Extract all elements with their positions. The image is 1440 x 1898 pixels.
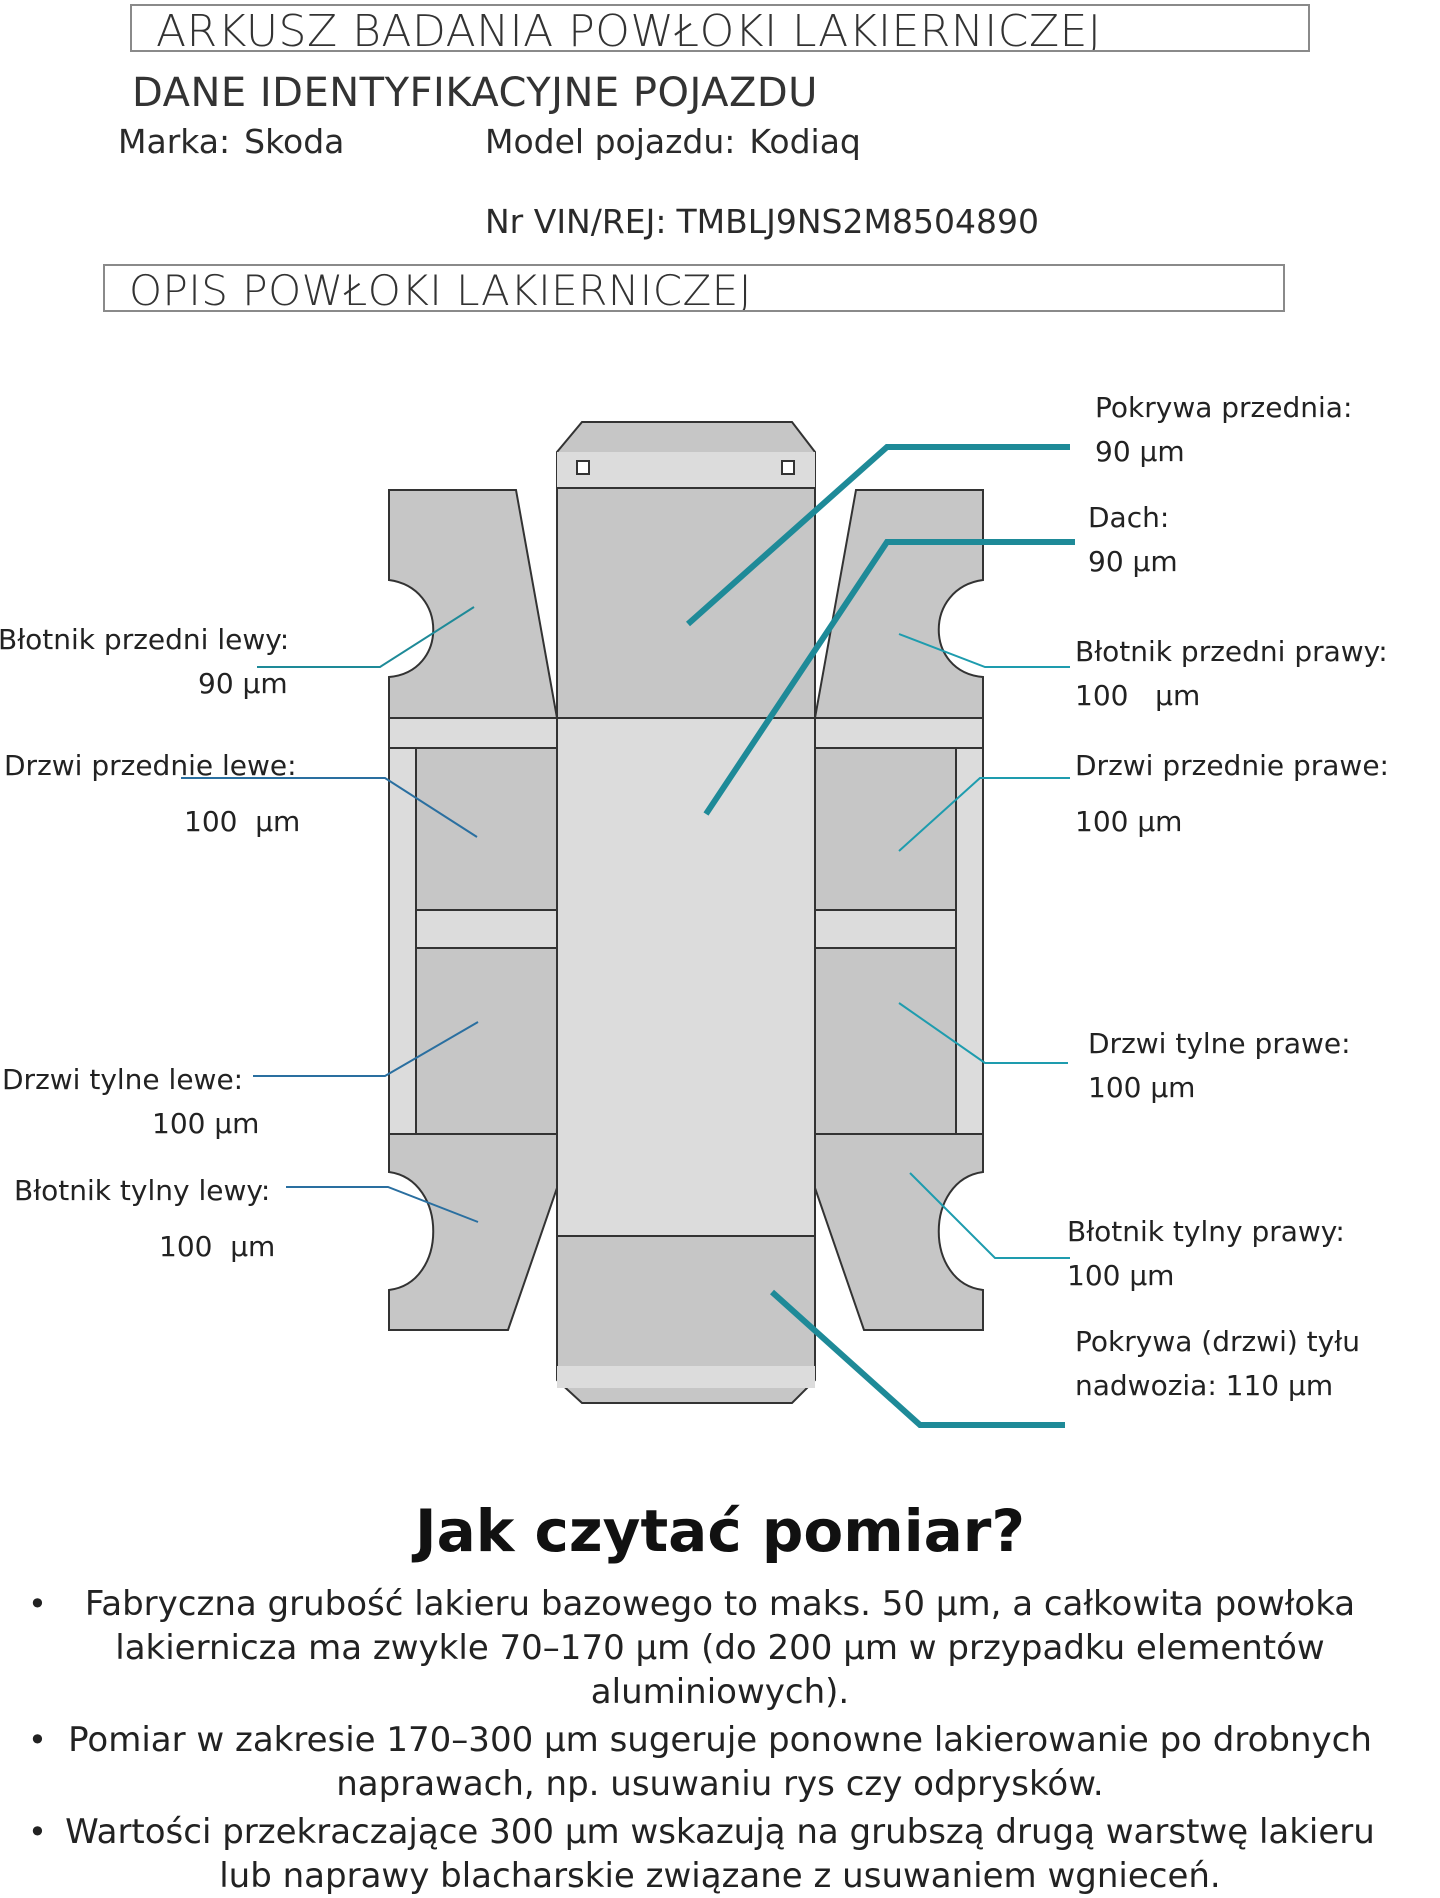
front-left-door-panel bbox=[415, 747, 558, 911]
front-right-door-panel bbox=[814, 747, 957, 911]
guide-note-2-text: Pomiar w zakresie 170–300 µm sugeruje po… bbox=[68, 1720, 1372, 1804]
model-field: Model pojazdu: Kodiaq bbox=[485, 122, 861, 161]
bullet-3: • bbox=[28, 1813, 47, 1851]
label-rear-right-door-name: Drzwi tylne prawe: bbox=[1088, 1027, 1351, 1060]
make-field: Marka: Skoda bbox=[118, 122, 344, 161]
guide-heading: Jak czytać pomiar? bbox=[415, 1497, 1025, 1565]
label-rear-right-door: Drzwi tylne prawe: 100 µm bbox=[1088, 1022, 1351, 1110]
coating-section-title: OPIS POWŁOKI LAKIERNICZEJ bbox=[103, 264, 1285, 312]
label-rear-left-door: Drzwi tylne lewe: 100 µm bbox=[2, 1058, 259, 1146]
document-title: ARKUSZ BADANIA POWŁOKI LAKIERNICZEJ bbox=[130, 4, 1310, 52]
label-rear-right-fender-value: 100 µm bbox=[1067, 1259, 1175, 1292]
vehicle-section-title: DANE IDENTYFIKACYJNE POJAZDU bbox=[132, 70, 818, 116]
label-front-left-fender-value: 90 µm bbox=[198, 667, 288, 700]
rear-right-door-panel bbox=[814, 947, 957, 1135]
label-rear-right-fender: Błotnik tylny prawy: 100 µm bbox=[1067, 1210, 1345, 1298]
label-rear-tailgate-value: nadwozia: 110 µm bbox=[1075, 1369, 1334, 1402]
label-front-right-door-value: 100 µm bbox=[1075, 805, 1183, 838]
rear-tailgate-strip bbox=[557, 1366, 815, 1388]
left-sill-upper bbox=[388, 717, 558, 749]
vin-label: Nr VIN/REJ: bbox=[485, 202, 667, 241]
label-front-left-fender: Błotnik przedni lewy: 90 µm bbox=[0, 618, 289, 706]
label-front-right-fender-name: Błotnik przedni prawy: bbox=[1075, 635, 1388, 668]
rear-right-fender-panel bbox=[814, 1133, 984, 1331]
make-label: Marka: bbox=[118, 122, 231, 161]
leader-roof bbox=[703, 539, 1075, 816]
bullet-2: • bbox=[28, 1721, 47, 1759]
left-side-strip bbox=[388, 747, 417, 1135]
label-front-hood: Pokrywa przednia: 90 µm bbox=[1095, 386, 1352, 474]
label-rear-left-door-name: Drzwi tylne lewe: bbox=[2, 1063, 244, 1096]
label-roof: Dach: 90 µm bbox=[1088, 496, 1178, 584]
guide-note-2: • Pomiar w zakresie 170–300 µm sugeruje … bbox=[0, 1718, 1440, 1806]
left-door-gap bbox=[415, 909, 558, 949]
label-roof-value: 90 µm bbox=[1088, 545, 1178, 578]
rear-left-fender-panel bbox=[388, 1133, 558, 1331]
hood-mark-left bbox=[576, 460, 590, 475]
bullet-1: • bbox=[28, 1585, 47, 1623]
label-front-left-door-name: Drzwi przednie lewe: bbox=[4, 749, 297, 782]
front-hood-strip bbox=[557, 452, 815, 488]
label-rear-left-fender-name: Błotnik tylny lewy: bbox=[14, 1174, 271, 1207]
model-value: Kodiaq bbox=[749, 122, 861, 161]
label-front-left-door: Drzwi przednie lewe: 100 µm bbox=[4, 738, 300, 850]
hood-mark-right bbox=[781, 460, 795, 475]
guide-notes: • Fabryczna grubość lakieru bazowego to … bbox=[0, 1582, 1440, 1898]
label-rear-right-door-value: 100 µm bbox=[1088, 1071, 1196, 1104]
label-front-right-fender: Błotnik przedni prawy: 100 µm bbox=[1075, 630, 1388, 718]
leader-rear-right-fender bbox=[909, 1172, 1070, 1259]
guide-note-3-text: Wartości przekraczające 300 µm wskazują … bbox=[65, 1812, 1375, 1896]
label-rear-left-fender-value: 100 µm bbox=[159, 1230, 276, 1263]
guide-note-3: • Wartości przekraczające 300 µm wskazuj… bbox=[0, 1810, 1440, 1898]
right-sill-upper bbox=[814, 717, 984, 749]
leader-front-left-fender bbox=[257, 606, 475, 668]
label-rear-right-fender-name: Błotnik tylny prawy: bbox=[1067, 1215, 1345, 1248]
label-front-left-fender-name: Błotnik przedni lewy: bbox=[0, 623, 290, 656]
front-left-fender-panel bbox=[388, 489, 559, 719]
guide-note-1-text: Fabryczna grubość lakieru bazowego to ma… bbox=[84, 1584, 1356, 1712]
vin-value: TMBLJ9NS2M8504890 bbox=[676, 202, 1039, 241]
leader-front-right-door bbox=[898, 777, 1070, 852]
label-rear-tailgate: Pokrywa (drzwi) tyłu nadwozia: 110 µm bbox=[1075, 1320, 1360, 1408]
label-front-right-fender-value: 100 µm bbox=[1075, 679, 1201, 712]
label-rear-tailgate-name: Pokrywa (drzwi) tyłu bbox=[1075, 1325, 1360, 1358]
leader-rear-right-door bbox=[898, 1002, 1068, 1064]
leader-front-left-door bbox=[181, 777, 478, 838]
label-rear-left-door-value: 100 µm bbox=[152, 1107, 260, 1140]
right-door-gap bbox=[814, 909, 957, 949]
right-side-strip bbox=[955, 747, 984, 1135]
label-front-hood-value: 90 µm bbox=[1095, 435, 1185, 468]
leader-front-right-fender bbox=[898, 633, 1070, 668]
guide-note-1: • Fabryczna grubość lakieru bazowego to … bbox=[0, 1582, 1440, 1714]
label-front-right-door: Drzwi przednie prawe: 100 µm bbox=[1075, 738, 1389, 850]
leader-rear-left-fender bbox=[286, 1186, 479, 1223]
vin-field: Nr VIN/REJ:TMBLJ9NS2M8504890 bbox=[485, 202, 1039, 241]
label-front-left-door-value: 100 µm bbox=[184, 805, 301, 838]
front-right-fender-panel bbox=[813, 489, 984, 719]
roof-panel bbox=[556, 717, 816, 1237]
label-front-hood-name: Pokrywa przednia: bbox=[1095, 391, 1353, 424]
label-roof-name: Dach: bbox=[1088, 501, 1170, 534]
leader-rear-left-door bbox=[253, 1021, 479, 1077]
leader-front-hood bbox=[686, 444, 1070, 627]
leader-rear-tailgate bbox=[769, 1289, 1065, 1428]
make-value: Skoda bbox=[244, 122, 345, 161]
label-front-right-door-name: Drzwi przednie prawe: bbox=[1075, 749, 1389, 782]
model-label: Model pojazdu: bbox=[485, 122, 736, 161]
label-rear-left-fender: Błotnik tylny lewy: 100 µm bbox=[14, 1163, 275, 1275]
rear-left-door-panel bbox=[415, 947, 558, 1135]
